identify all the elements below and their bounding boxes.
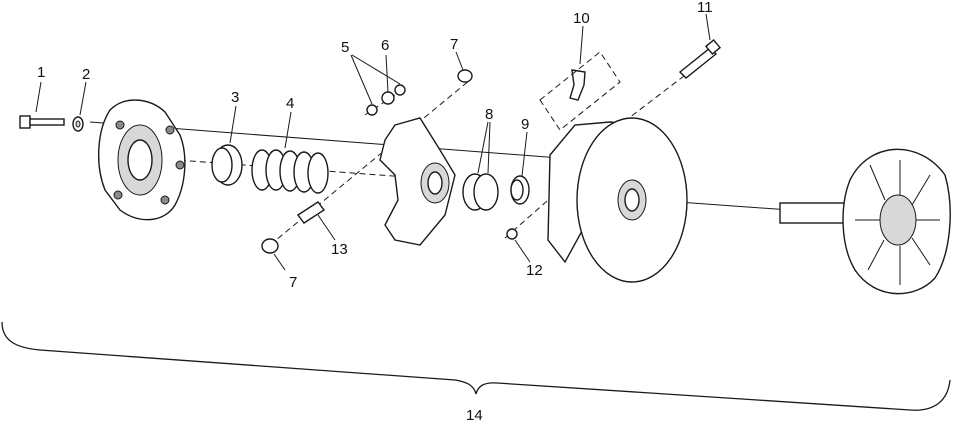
callout-3: 3 (231, 89, 239, 106)
ring-part-9 (510, 175, 530, 205)
nut-part-6 (381, 84, 406, 105)
nut-part-12 (506, 228, 518, 240)
roller-part-7-top (457, 69, 473, 83)
washer-part-2 (72, 116, 84, 132)
roller-part-7-bottom (261, 238, 279, 254)
clutch-cover (97, 99, 186, 221)
bolt-part-1 (19, 115, 65, 129)
callout-10: 10 (573, 10, 590, 27)
callout-13: 13 (331, 241, 348, 258)
bushing-part-3 (211, 144, 243, 186)
callout-2: 2 (82, 66, 90, 83)
ring-part-8 (462, 173, 499, 211)
callout-12: 12 (526, 262, 543, 279)
callout-6: 6 (381, 37, 389, 54)
nut-part-5 (366, 104, 378, 116)
assembly-brace (1, 321, 951, 411)
weight-part-10 (539, 51, 621, 131)
fixed-sheave (779, 148, 951, 295)
callout-5: 5 (341, 39, 349, 56)
callout-4: 4 (286, 95, 294, 112)
moveable-sheave (547, 117, 688, 283)
leader-lines (35, 13, 711, 271)
bolt-part-11 (678, 38, 722, 79)
callout-1: 1 (37, 64, 45, 81)
callout-7-top: 7 (450, 36, 458, 53)
spider (379, 117, 456, 246)
callout-11: 11 (697, 0, 713, 16)
callout-9: 9 (521, 116, 529, 133)
callout-7-bottom: 7 (289, 274, 297, 291)
callout-14: 14 (466, 407, 483, 424)
pin-part-13 (296, 201, 326, 224)
spring-part-4 (251, 149, 329, 194)
callout-8: 8 (485, 106, 493, 123)
